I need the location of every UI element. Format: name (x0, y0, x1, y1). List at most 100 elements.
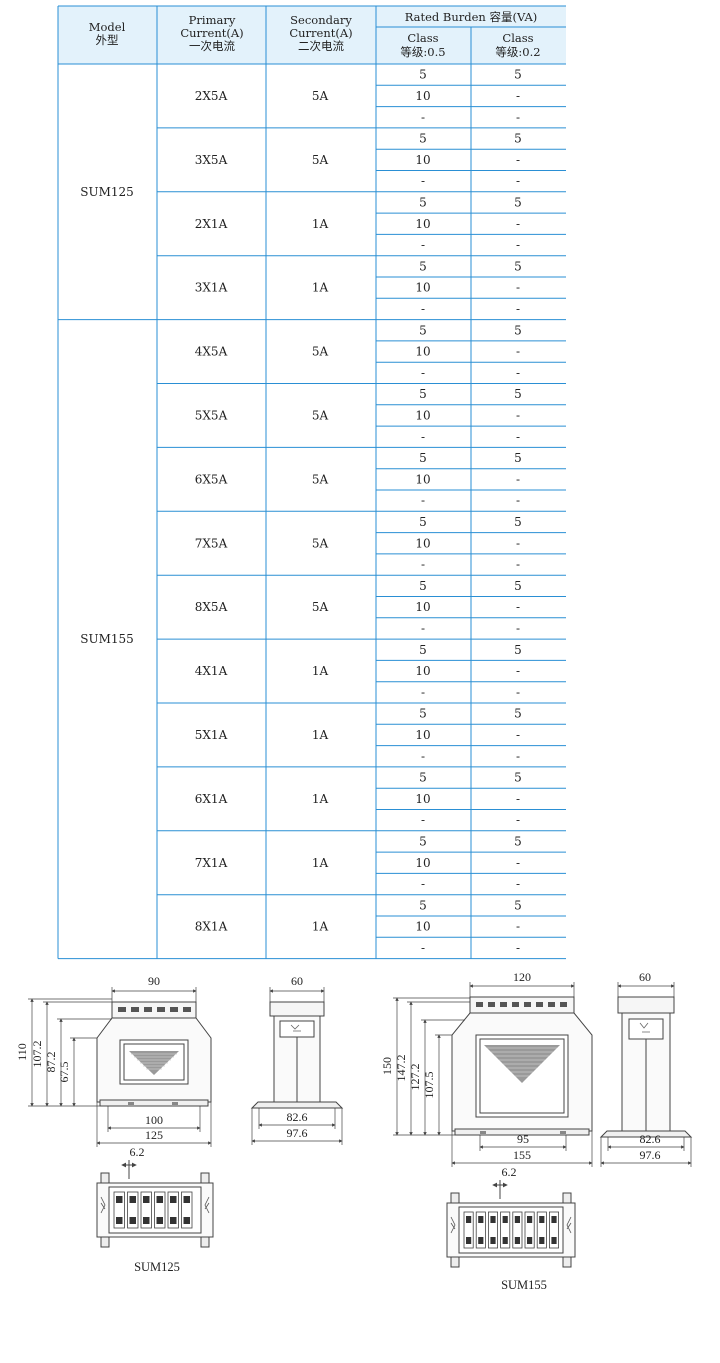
sum125-side-base-97-6: 97.6 (287, 1126, 308, 1140)
terminal-screw (129, 1217, 136, 1224)
terminal-screw (502, 1237, 508, 1244)
terminal-screw (490, 1237, 496, 1244)
secondary-current-cell: 1A (312, 920, 329, 934)
terminal-screw (143, 1217, 150, 1224)
terminal-block (113, 1191, 125, 1229)
class-05-cell: 10 (415, 536, 430, 550)
sum155-side-base-82-6: 82.6 (640, 1132, 661, 1146)
sum155-side-view (599, 996, 693, 1138)
class-02-cell: 5 (514, 323, 522, 337)
sum125-front-terminals (118, 1007, 191, 1012)
sum155-height-150: 150 (380, 1057, 394, 1075)
primary-current-cell: 7X5A (195, 536, 228, 550)
terminal-screw (490, 1216, 496, 1223)
terminal-block (500, 1211, 511, 1249)
table-grid (57, 5, 566, 960)
secondary-current-cell: 1A (312, 217, 329, 231)
class-02-cell: - (516, 281, 520, 295)
class-05-cell: 10 (415, 728, 430, 742)
class-02-cell: 5 (514, 834, 522, 848)
class-02-cell: - (516, 430, 520, 444)
class-02-cell: - (516, 408, 520, 422)
primary-current-cell: 5X5A (195, 408, 228, 422)
class-02-cell: - (516, 877, 520, 891)
sum155-terminal-pitch: 6.2 (502, 1165, 517, 1179)
secondary-current-cell: 1A (312, 664, 329, 678)
sum125-front-dimensions (28, 987, 212, 1147)
sum155-label: SUM155 (501, 1278, 547, 1292)
class-05-cell: - (421, 877, 425, 891)
dimension-drawings: 90 110 107.2 87.2 67.5 100 125 60 82.6 9… (15, 970, 693, 1292)
class-02-cell: - (516, 813, 520, 827)
class-05-header: Class (407, 31, 438, 45)
class-02-cell: - (516, 749, 520, 763)
class-05-cell: 10 (415, 472, 430, 486)
class-05-cell: 5 (419, 132, 427, 146)
sum155-side-dimensions (600, 982, 692, 1167)
class-02-cell: - (516, 558, 520, 572)
sum125-side-width-60: 60 (291, 974, 303, 988)
class-02-cell: - (516, 941, 520, 955)
class-05-cell: 5 (419, 643, 427, 657)
class-05-cell: - (421, 813, 425, 827)
sum155-front-terminals (476, 1002, 567, 1007)
terminal-screw (116, 1217, 123, 1224)
primary-current-header-cn: 一次电流 (189, 39, 235, 53)
class-05-cell: 10 (415, 345, 430, 359)
class-05-cell: - (421, 110, 425, 124)
class-02-cell: - (516, 110, 520, 124)
secondary-current-cell: 5A (312, 345, 329, 359)
terminal-block (181, 1191, 193, 1229)
terminal-screw (116, 1196, 123, 1203)
sum155-base-95: 95 (517, 1132, 529, 1146)
class-02-cell: 5 (514, 451, 522, 465)
class-02-cell: 5 (514, 132, 522, 146)
model-name-cell: SUM155 (80, 632, 134, 646)
sum125-terminal-pitch: 6.2 (130, 1145, 145, 1159)
class-02-cell: - (516, 366, 520, 380)
sum125-base-125: 125 (145, 1128, 163, 1142)
sum125-height-110: 110 (15, 1043, 29, 1061)
class-02-cell: - (516, 728, 520, 742)
class-05-cell: 10 (415, 664, 430, 678)
terminal-screw (129, 1196, 136, 1203)
sum155-side-base-97-6: 97.6 (640, 1148, 661, 1162)
terminal-screw (183, 1196, 190, 1203)
sum125-side-view (250, 1001, 344, 1109)
class-05-cell: - (421, 621, 425, 635)
class-05-cell: - (421, 941, 425, 955)
class-02-cell: - (516, 536, 520, 550)
model-header-cn: 外型 (96, 33, 119, 47)
secondary-current-cell: 5A (312, 153, 329, 167)
class-05-header-cn: 等级:0.5 (400, 45, 445, 59)
class-02-cell: 5 (514, 387, 522, 401)
class-02-cell: - (516, 472, 520, 486)
model-header: Model (89, 20, 126, 34)
class-02-cell: - (516, 238, 520, 252)
terminal-screw (478, 1237, 484, 1244)
class-02-cell: 5 (514, 898, 522, 912)
secondary-current-cell: 5A (312, 600, 329, 614)
model-name-cell: SUM125 (80, 185, 134, 199)
primary-current-cell: 6X5A (195, 472, 228, 486)
rated-burden-header: Rated Burden 容量(VA) (405, 10, 538, 24)
terminal-block (154, 1191, 166, 1229)
class-05-cell: 5 (419, 834, 427, 848)
terminal-block (127, 1191, 139, 1229)
secondary-current-cell: 1A (312, 728, 329, 742)
class-05-cell: 10 (415, 920, 430, 934)
class-02-cell: - (516, 856, 520, 870)
class-02-cell: 5 (514, 771, 522, 785)
primary-current-cell: 7X1A (195, 856, 228, 870)
primary-current-cell: 6X1A (195, 792, 228, 806)
sum125-front-view (96, 1001, 212, 1107)
sum155-front-dimensions (393, 982, 593, 1167)
class-05-cell: 5 (419, 195, 427, 209)
sum125-height-107-2: 107.2 (30, 1041, 44, 1068)
class-05-cell: 10 (415, 408, 430, 422)
class-05-cell: - (421, 238, 425, 252)
class-05-cell: 10 (415, 217, 430, 231)
terminal-screw (551, 1237, 557, 1244)
class-05-cell: 5 (419, 898, 427, 912)
terminal-screw (539, 1237, 545, 1244)
